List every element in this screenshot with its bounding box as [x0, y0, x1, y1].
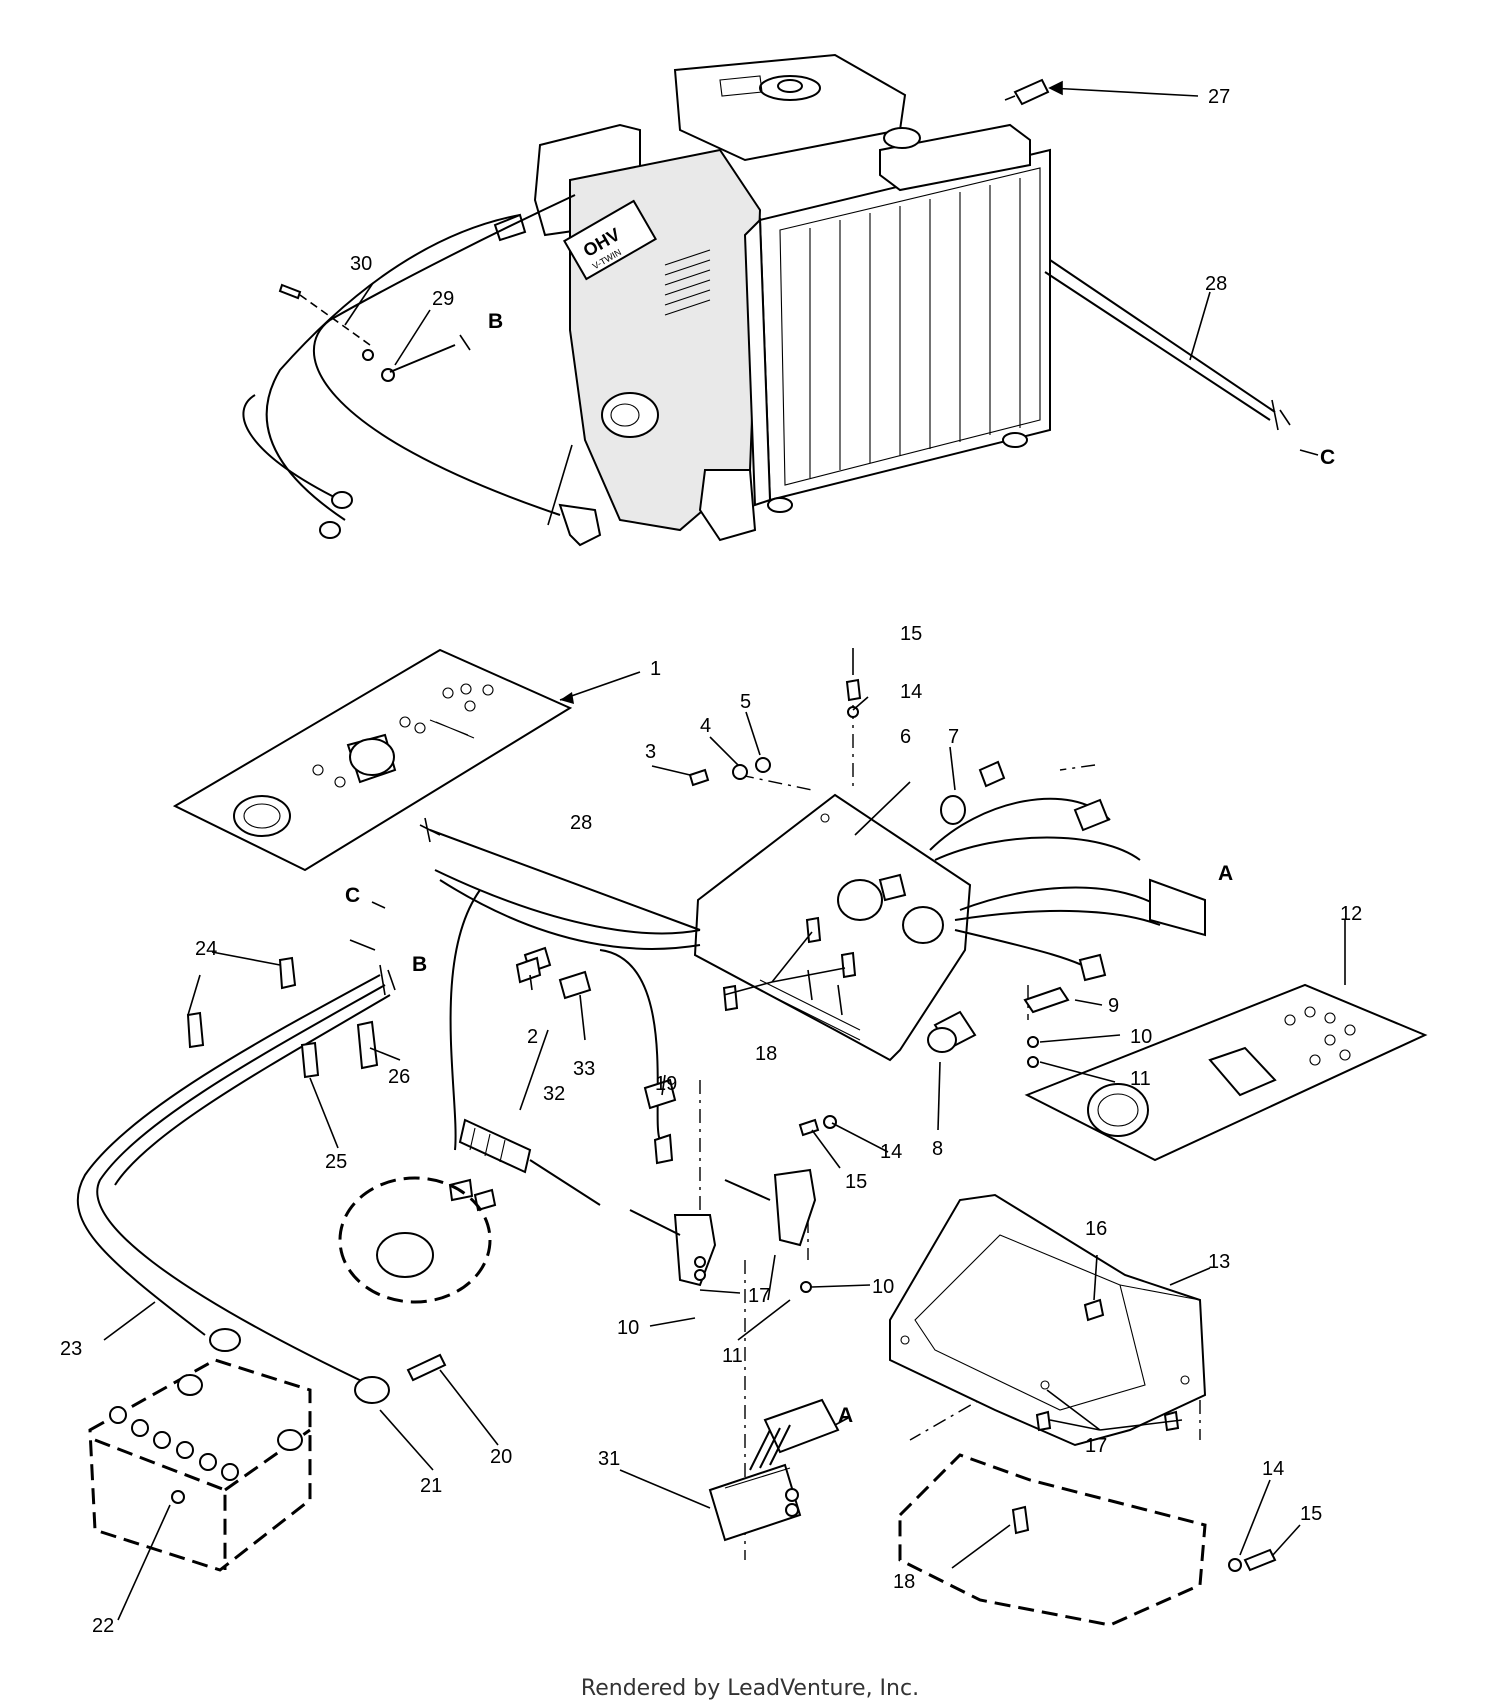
- callout-23: 23: [60, 1338, 82, 1360]
- connector-plug: [558, 503, 602, 547]
- callout-27: 27: [1208, 86, 1230, 108]
- callout-24: 24: [195, 938, 217, 960]
- callout-18-top: 18: [755, 1043, 777, 1065]
- callout-32: 32: [543, 1083, 565, 1105]
- callout-14-top: 14: [900, 681, 922, 703]
- callout-13: 13: [1208, 1251, 1230, 1273]
- callout-19: 19: [655, 1073, 677, 1095]
- callout-5: 5: [740, 691, 751, 713]
- connector-c-lower: C: [345, 884, 360, 907]
- ring-terminal: [354, 1376, 390, 1404]
- callout-26: 26: [388, 1066, 410, 1088]
- callout-30: 30: [350, 253, 372, 275]
- connector-c-dash: [371, 901, 386, 909]
- callout-28-mid: 28: [570, 812, 592, 834]
- callout-labels: 27 28 30 29 1 3 4 5 15 14 6 7 28 12 24 9…: [60, 86, 1362, 1637]
- callout-14-bottom: 14: [1262, 1458, 1284, 1480]
- callout-10-mid: 10: [872, 1276, 894, 1298]
- footer-credit: Rendered by LeadVenture, Inc.: [580, 1676, 920, 1701]
- engine-cables: [242, 194, 1291, 547]
- callout-31: 31: [598, 1448, 620, 1470]
- nut-22: [171, 1490, 185, 1504]
- callout-17-mid: 17: [748, 1285, 770, 1307]
- callout-15-top: 15: [900, 623, 922, 645]
- battery-tray: [889, 1193, 1277, 1627]
- callout-33: 33: [573, 1058, 595, 1080]
- callout-leaders: [103, 80, 1346, 1621]
- dash-panel: [693, 793, 972, 1062]
- callout-15-mid: 15: [845, 1171, 867, 1193]
- callout-6: 6: [900, 726, 911, 748]
- callout-18-bottom: 18: [893, 1571, 915, 1593]
- callout-28-top: 28: [1205, 273, 1227, 295]
- ring-terminal: [331, 491, 353, 509]
- connector-b-lower: B: [412, 953, 427, 976]
- connector-a: [763, 1398, 840, 1454]
- dash-hardware: [688, 678, 862, 1293]
- inset-gauge-kit: [1024, 983, 1428, 1162]
- connector-b-top: B: [488, 310, 503, 333]
- connector-19: [643, 1078, 677, 1110]
- callout-9: 9: [1108, 995, 1119, 1017]
- washer-29: [362, 349, 374, 361]
- connector-33: [558, 970, 592, 1000]
- callout-25: 25: [325, 1151, 347, 1173]
- engine-assembly: OHV V-TWIN: [493, 53, 1051, 542]
- washer-14: [1228, 1558, 1242, 1572]
- callout-12: 12: [1340, 903, 1362, 925]
- callout-4: 4: [700, 715, 711, 737]
- callout-29: 29: [432, 288, 454, 310]
- callout-14-mid: 14: [880, 1141, 902, 1163]
- callout-2: 2: [527, 1026, 538, 1048]
- cable-clips: [186, 956, 379, 1079]
- switches: [927, 795, 1070, 1068]
- callout-17-bottom: 17: [1085, 1435, 1107, 1457]
- callout-8: 8: [932, 1138, 943, 1160]
- callout-3: 3: [645, 741, 656, 763]
- screw-15: [1243, 1548, 1277, 1572]
- callout-10-right: 10: [1130, 1026, 1152, 1048]
- nut-16: [1083, 1298, 1105, 1322]
- connector-a-lower: A: [838, 1404, 853, 1427]
- callout-22: 22: [92, 1615, 114, 1637]
- battery: [88, 1358, 312, 1572]
- ignition-switch: [940, 795, 966, 825]
- callout-7: 7: [948, 726, 959, 748]
- clutch-assembly: [338, 1118, 817, 1304]
- bolt-20: [406, 1353, 447, 1382]
- connector-c-top: C: [1320, 446, 1335, 469]
- wiring-harness: [419, 760, 1206, 1212]
- ring-terminal: [209, 1328, 241, 1352]
- callout-11-right: 11: [1130, 1068, 1151, 1090]
- screw-18: [1011, 1505, 1030, 1535]
- connector-c-dash: [1299, 449, 1319, 456]
- inset-hour-meter-kit: [172, 648, 573, 872]
- callout-11-mid: 11: [722, 1345, 743, 1367]
- callout-10-left: 10: [617, 1317, 639, 1339]
- connector-a: [1149, 878, 1206, 937]
- bolt-30: [278, 283, 302, 300]
- regulator: [708, 1398, 840, 1542]
- callout-16: 16: [1085, 1218, 1107, 1240]
- relay: [1023, 986, 1070, 1014]
- callout-15-bottom: 15: [1300, 1503, 1322, 1525]
- battery-cables: [76, 964, 447, 1404]
- callout-20: 20: [490, 1446, 512, 1468]
- callout-1: 1: [650, 658, 661, 680]
- callout-21: 21: [420, 1475, 442, 1497]
- ring-terminal: [319, 521, 341, 539]
- connector-a-top: A: [1218, 862, 1233, 885]
- connector-letters: B C A C B A: [345, 310, 1335, 1427]
